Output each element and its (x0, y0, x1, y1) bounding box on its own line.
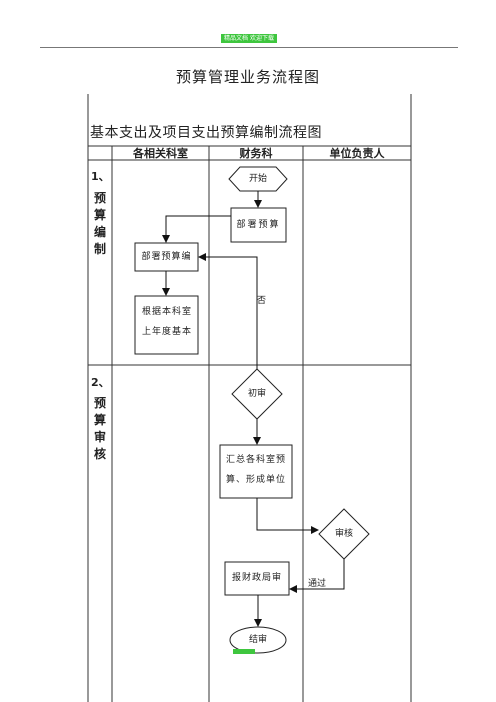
phase-1-number: 1、 (91, 170, 110, 183)
section-subtitle: 基本支出及项目支出预算编制流程图 (90, 125, 322, 141)
column-header-departments: 各相关科室 (133, 147, 188, 160)
dept-basis-box (134, 295, 199, 355)
summarize-label: 汇总各科室预算、形成单位预 (225, 455, 286, 485)
deploy-budget-label: 部署预算 (236, 220, 281, 230)
column-header-unit-head: 单位负责人 (329, 147, 385, 160)
dept-basis-label: 根据本科室上年度基本支 (141, 307, 192, 337)
review-label: 审核 (334, 529, 353, 539)
phase-2-number: 2、 (91, 376, 110, 389)
arrow-approve-to-report (289, 559, 345, 593)
header-watermark-tag: 精品文档 欢迎下载 (221, 34, 277, 43)
summarize-box (219, 444, 293, 499)
initial-review-label: 初审 (247, 389, 266, 399)
arrow-deploy-to-prep (162, 215, 231, 243)
edge-label-reject: 否 (257, 296, 267, 306)
column-header-finance: 财务科 (239, 147, 273, 160)
end-node-label: 结审 (248, 635, 267, 645)
start-node (228, 166, 288, 192)
page-title: 预算管理业务流程图 (175, 68, 320, 86)
phase-1-label: 预算编制 (94, 191, 107, 256)
edge-label-approve: 通过 (308, 579, 327, 589)
phase-2-label: 预算审核 (94, 396, 107, 461)
header-rule (40, 47, 458, 48)
deploy-budget-box (230, 207, 287, 243)
arrow-summarize-to-review (256, 498, 319, 534)
report-finance-box (224, 561, 290, 596)
deploy-budget-prep-label: 部署预算编 (141, 252, 192, 262)
end-node (229, 626, 287, 654)
arrow-reject-to-prep (198, 253, 258, 369)
footer-watermark-tag (233, 649, 255, 654)
table-grid (87, 94, 412, 702)
start-node-label: 开始 (248, 174, 267, 184)
report-finance-label: 报财政局审 (231, 573, 282, 583)
